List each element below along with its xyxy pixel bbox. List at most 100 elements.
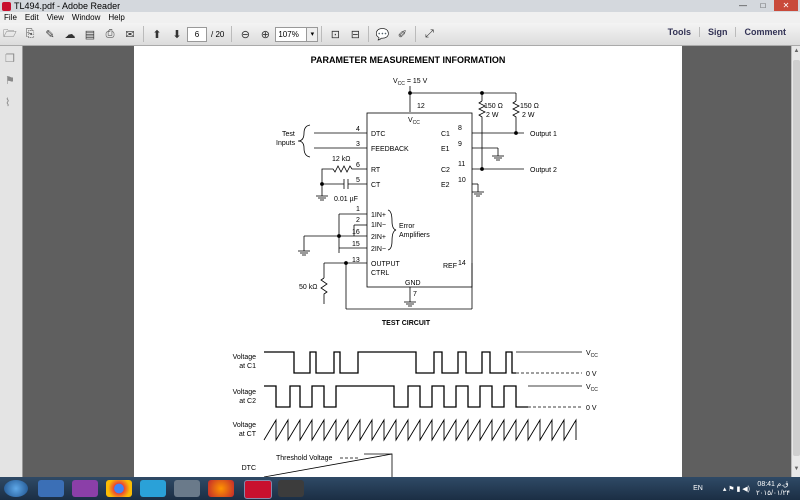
fit-page-icon[interactable]: ⊡ xyxy=(330,28,340,41)
capacitor-label: 0.01 µF xyxy=(334,196,358,203)
c1-waveform xyxy=(264,351,516,374)
telegram-icon[interactable] xyxy=(140,480,166,497)
vertical-scrollbar[interactable]: ▲ ▼ xyxy=(791,46,800,477)
test-circuit-caption: TEST CIRCUIT xyxy=(382,320,431,327)
tools-link[interactable]: Tools xyxy=(667,27,691,37)
menu-window[interactable]: Window xyxy=(71,13,101,22)
pin-4: 4 xyxy=(356,126,360,133)
ic-gnd-label: GND xyxy=(405,280,421,287)
junction-dot xyxy=(344,261,348,265)
ct-wave-label-1: Voltage xyxy=(233,422,256,429)
edit-icon[interactable]: ✎ xyxy=(45,28,55,41)
task-panes: Tools Sign Comment xyxy=(660,27,794,37)
pin-15: 15 xyxy=(352,241,360,248)
clock[interactable]: 08:41 ق.م ۲۰۱۵/۰۱/۲۴ xyxy=(756,480,790,498)
save-icon[interactable]: ▤ xyxy=(84,28,96,41)
adobe-reader-icon xyxy=(2,1,11,11)
minimize-button[interactable]: — xyxy=(739,1,747,10)
cloud-icon[interactable]: ☁ xyxy=(64,28,76,41)
error-amp-label-2: Amplifiers xyxy=(399,232,430,239)
pin-5: 5 xyxy=(356,177,360,184)
pin-11: 11 xyxy=(458,161,465,168)
start-button-icon[interactable] xyxy=(4,480,28,497)
ct-sawtooth xyxy=(263,418,577,442)
attachments-icon[interactable]: ⌇ xyxy=(5,97,11,109)
ic-1inm-label: 1IN− xyxy=(371,222,386,229)
ct-wave-label-2: at CT xyxy=(239,431,257,438)
menu-view[interactable]: View xyxy=(46,13,64,22)
test-inputs-label-2: Inputs xyxy=(276,140,296,147)
c2-waveform xyxy=(264,385,528,408)
comment-link[interactable]: Comment xyxy=(735,27,794,37)
toolbar-separator xyxy=(415,26,417,42)
close-button[interactable]: ✕ xyxy=(774,0,798,11)
create-pdf-icon[interactable]: ⎘ xyxy=(25,27,35,40)
app-icon[interactable] xyxy=(278,480,304,497)
pin-10: 10 xyxy=(458,177,466,184)
scroll-up-icon[interactable]: ▲ xyxy=(793,48,800,54)
scroll-thumb[interactable] xyxy=(793,60,800,456)
highlight-icon[interactable]: ✐ xyxy=(397,28,407,41)
maximize-button[interactable]: □ xyxy=(760,1,766,10)
fullscreen-icon[interactable]: ⤢ xyxy=(424,27,434,40)
error-amp-brace xyxy=(387,209,397,251)
ic-2inp-label: 2IN+ xyxy=(371,234,386,241)
ic-ref-label: REF xyxy=(443,263,457,270)
c1-vcc-label: VCC xyxy=(586,350,598,359)
test-inputs-brace xyxy=(297,124,311,158)
threshold-voltage-label: Threshold Voltage xyxy=(276,455,333,462)
open-icon[interactable]: 🗁 xyxy=(3,27,17,40)
email-icon[interactable]: ✉ xyxy=(125,28,135,41)
page-number-input[interactable]: 6 xyxy=(187,26,207,42)
pin-12: 12 xyxy=(417,103,425,110)
tray-icons[interactable]: ▴ ⚑ ▮ ◀) xyxy=(722,485,751,493)
r150b-watt: 2 W xyxy=(522,112,535,119)
zoom-out-icon[interactable]: ⊖ xyxy=(240,28,250,41)
print-icon[interactable]: ⎙ xyxy=(105,27,115,40)
page-count: / 20 xyxy=(211,29,225,39)
r12k-resistor xyxy=(321,165,367,196)
page-thumbnails-icon[interactable]: ❐ xyxy=(5,53,15,65)
media-player-icon[interactable] xyxy=(72,480,98,497)
sign-link[interactable]: Sign xyxy=(698,27,736,37)
c2-wave-label-2: at C2 xyxy=(239,398,256,405)
menu-file[interactable]: File xyxy=(4,13,17,22)
next-page-icon[interactable]: ⬇ xyxy=(172,28,182,41)
junction-dot xyxy=(337,234,341,238)
vcc-supply-label: VCC = 15 V xyxy=(393,78,428,87)
file-explorer-icon[interactable] xyxy=(38,480,64,497)
tl494-ic xyxy=(366,112,473,288)
fit-width-icon[interactable]: ⊟ xyxy=(350,28,360,41)
c1-zero-label: 0 V xyxy=(586,371,597,378)
app-grid-icon[interactable] xyxy=(174,480,200,497)
language-indicator[interactable]: EN xyxy=(693,485,703,492)
schematic-drawing: PARAMETER MEASUREMENT INFORMATION VCC = … xyxy=(233,55,598,478)
clock-time: 08:41 ق.م xyxy=(757,480,789,488)
zoom-in-icon[interactable]: ⊕ xyxy=(260,28,270,41)
r150a-watt: 2 W xyxy=(486,112,499,119)
r150b-resistor xyxy=(512,100,520,133)
ic-dtc-label: DTC xyxy=(371,131,385,138)
zoom-dropdown[interactable]: ▾ xyxy=(307,26,319,42)
menu-help[interactable]: Help xyxy=(108,13,125,22)
firefox-icon[interactable] xyxy=(208,480,234,497)
menu-edit[interactable]: Edit xyxy=(24,13,39,22)
pin-13: 13 xyxy=(352,257,360,264)
chrome-icon[interactable] xyxy=(106,480,132,497)
adobe-reader-taskbar-icon[interactable] xyxy=(244,480,272,499)
bookmarks-icon[interactable]: ⚑ xyxy=(5,75,15,87)
page-heading: PARAMETER MEASUREMENT INFORMATION xyxy=(311,55,506,65)
ic-e1-label: E1 xyxy=(441,146,450,153)
taskbar: EN ▴ ⚑ ▮ ◀) 08:41 ق.م ۲۰۱۵/۰۱/۲۴ xyxy=(0,477,800,500)
previous-page-icon[interactable]: ⬆ xyxy=(152,28,162,41)
comment-icon[interactable]: 💬 xyxy=(375,28,390,41)
ic-c1-label: C1 xyxy=(441,131,450,138)
pin-3: 3 xyxy=(356,141,360,148)
ic-e2-label: E2 xyxy=(441,182,450,189)
c1-wave-label-1: Voltage xyxy=(233,354,256,361)
r150b-label: 150 Ω xyxy=(520,103,539,110)
scroll-down-icon[interactable]: ▼ xyxy=(793,466,800,472)
pin-7: 7 xyxy=(413,291,417,298)
zoom-input[interactable]: 107% xyxy=(275,26,308,42)
output2-label: Output 2 xyxy=(530,167,557,174)
